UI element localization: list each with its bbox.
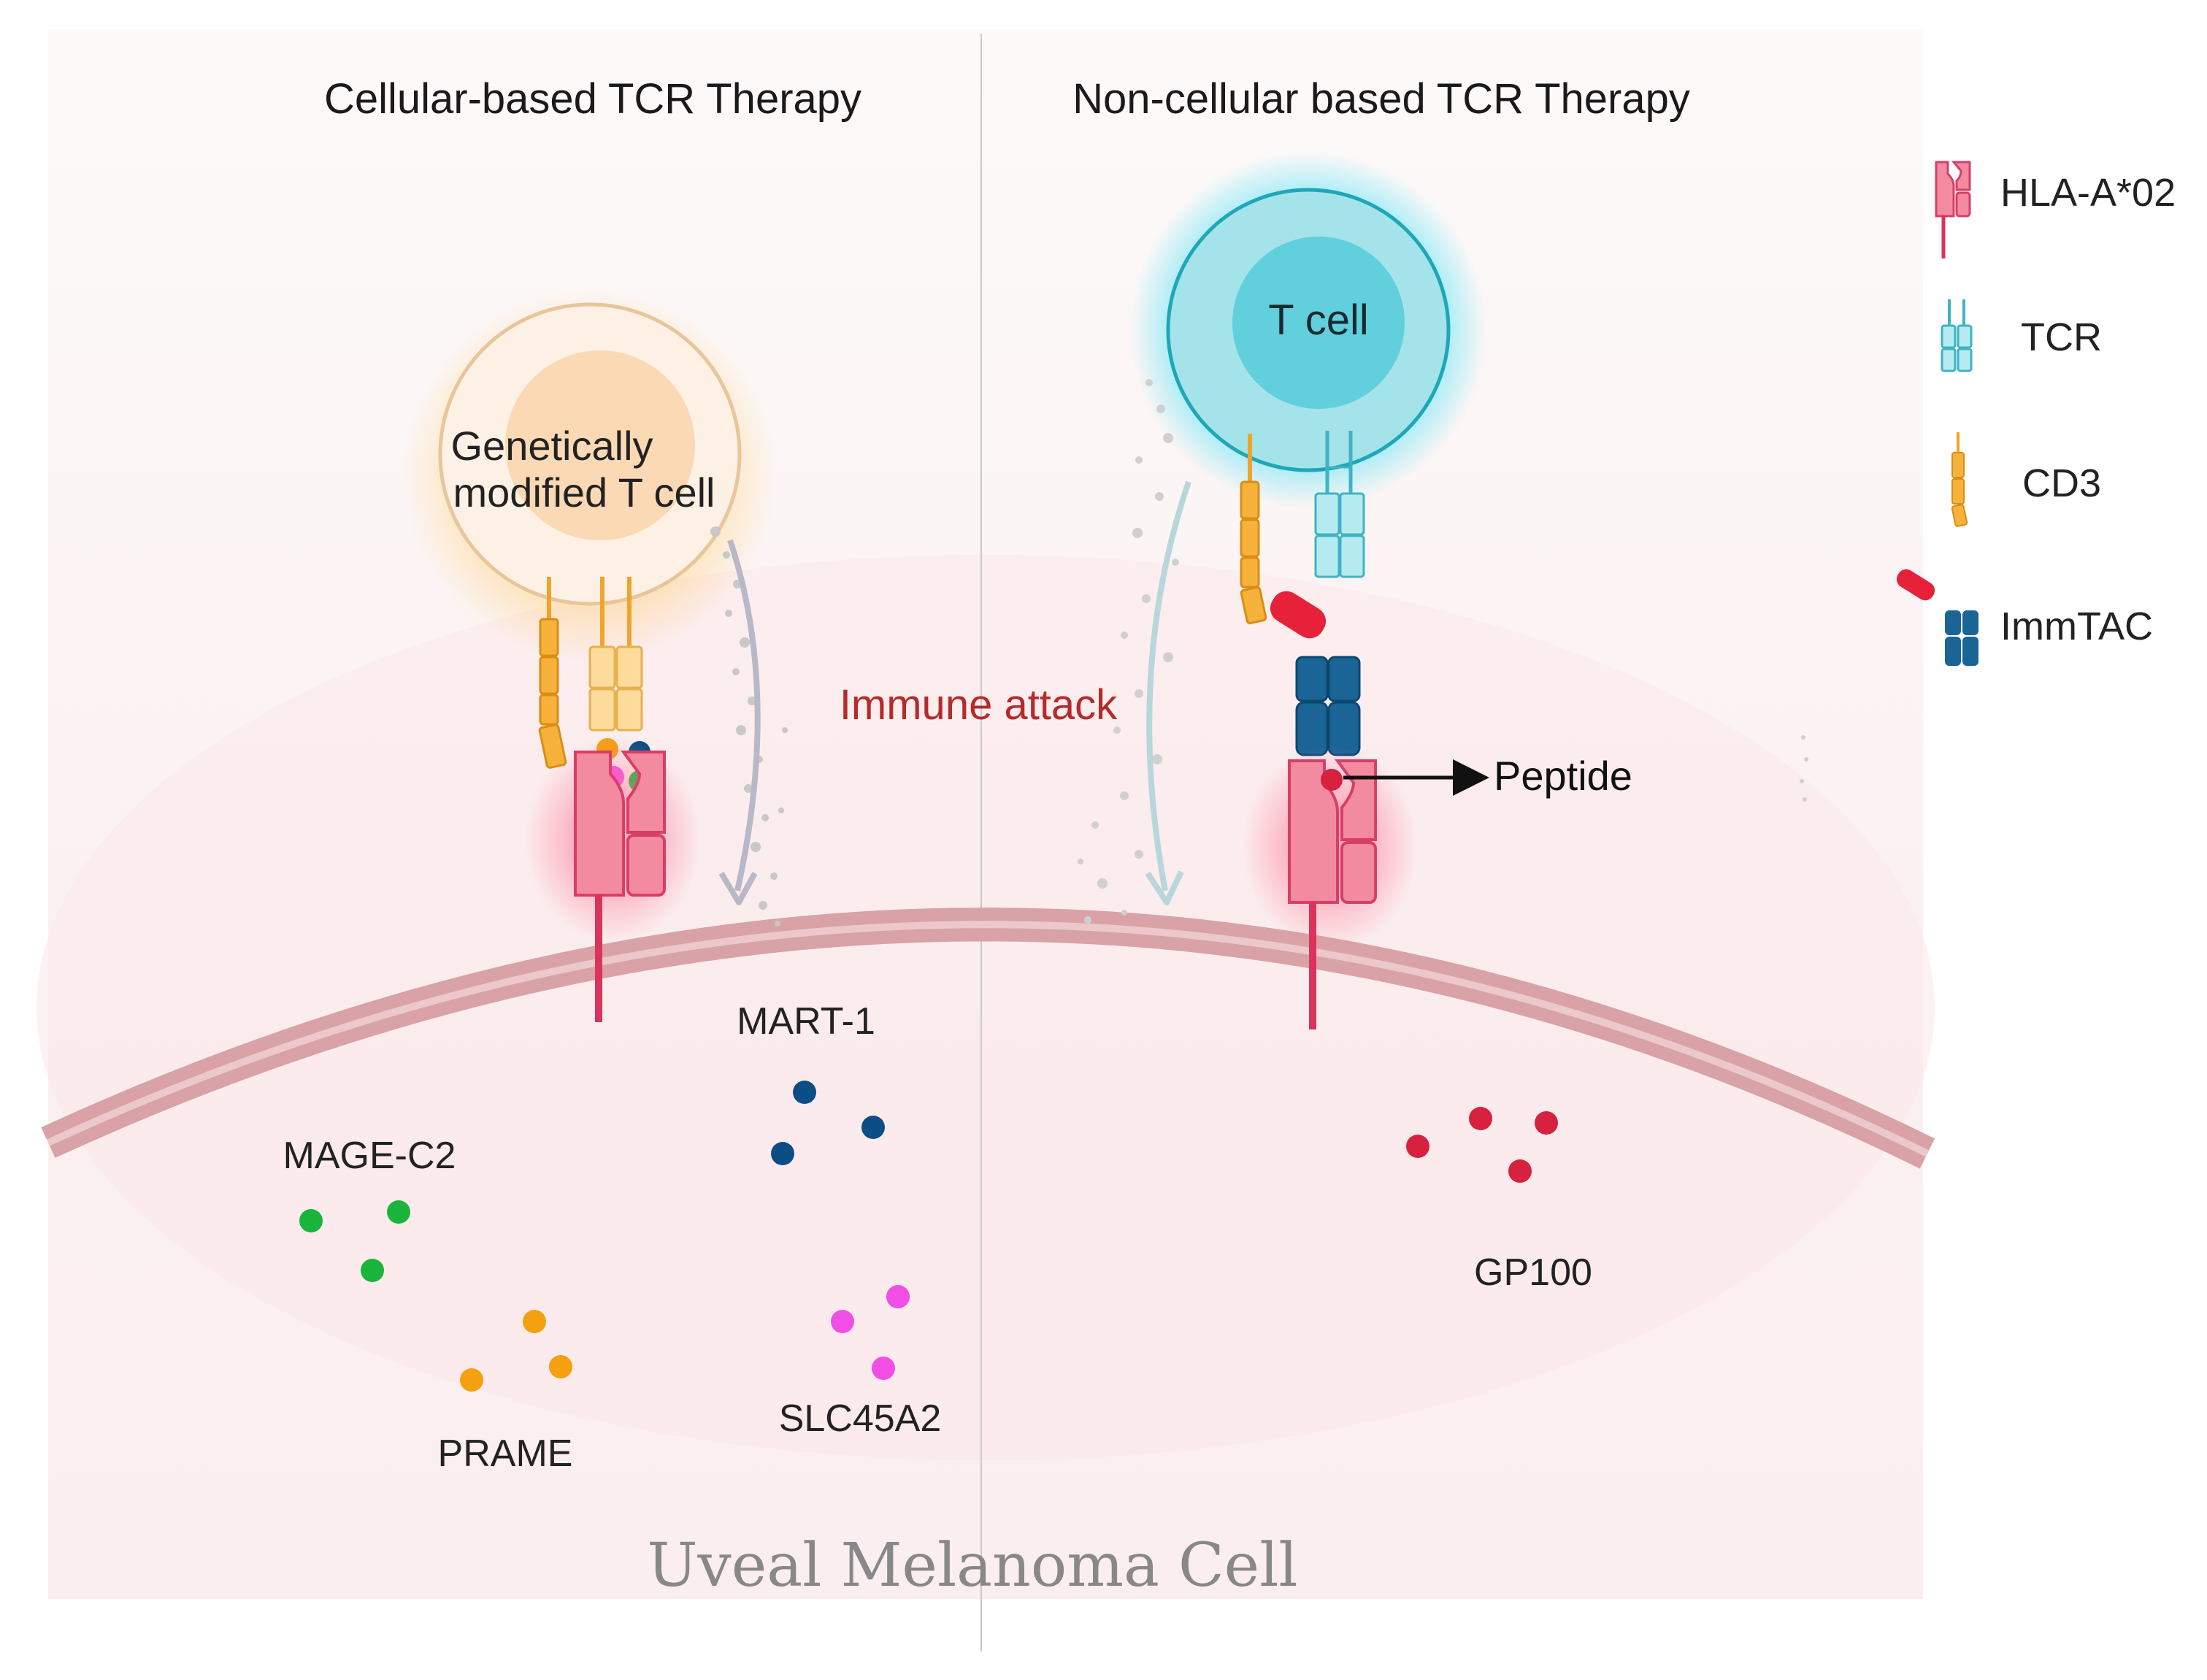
modified-tcell-label-line2: modified T cell <box>453 469 715 515</box>
peptide-label: Peptide <box>1494 753 1632 799</box>
mage-c2-dot <box>387 1200 410 1224</box>
antigen-label-mart-1: MART-1 <box>737 1000 875 1043</box>
modified-tcell-label-line1: Genetically <box>450 423 653 469</box>
prame-dot <box>460 1368 483 1392</box>
gp100-dot <box>1469 1107 1492 1130</box>
mage-c2-dot <box>299 1209 323 1232</box>
heading-cellular: Cellular-based TCR Therapy <box>324 75 861 123</box>
antigen-label-slc45a2: SLC45A2 <box>779 1397 942 1440</box>
legend: HLA-A*02 TCR CD3 ImmTAC <box>1896 161 2176 666</box>
legend-label-tcr: TCR <box>2021 315 2102 359</box>
legend-cd3-icon <box>1951 432 1968 527</box>
antigen-label-mage-c2: MAGE-C2 <box>283 1135 456 1177</box>
gp100-dot <box>1406 1135 1429 1158</box>
antigen-label-gp100: GP100 <box>1474 1251 1592 1294</box>
right-particles <box>1078 379 1179 924</box>
legend-label-hla: HLA-A*02 <box>2000 171 2176 215</box>
legend-hla-icon <box>1935 161 1971 258</box>
heading-noncellular: Non-cellular based TCR Therapy <box>1072 75 1690 123</box>
immtac-right <box>1270 591 1361 756</box>
gp100-dot <box>1535 1111 1558 1135</box>
gp100-dot <box>1508 1159 1532 1183</box>
slc45a2-dot <box>872 1357 895 1380</box>
peptide-dot <box>1321 769 1343 791</box>
legend-label-cd3: CD3 <box>2022 461 2101 505</box>
antigen-label-prame: PRAME <box>438 1432 573 1475</box>
immune-attack-label: Immune attack <box>840 681 1118 729</box>
slc45a2-dot <box>886 1285 910 1308</box>
cd3-left <box>538 577 567 769</box>
modified-tcell-nucleus <box>505 350 695 540</box>
prame-dot <box>549 1355 572 1378</box>
legend-label-immtac: ImmTAC <box>2000 605 2153 648</box>
tcell-label: T cell <box>1268 296 1369 344</box>
tcell-nucleus <box>1232 237 1405 409</box>
tcr-left <box>588 577 643 732</box>
prame-dot <box>523 1310 546 1333</box>
mart-1-dot <box>771 1142 794 1165</box>
mage-c2-dot <box>361 1259 384 1282</box>
uveal-melanoma-label: Uveal Melanoma Cell <box>647 1531 1297 1600</box>
slc45a2-dot <box>831 1310 854 1333</box>
membrane-highlight <box>46 921 1930 1157</box>
legend-immtac-icon <box>1896 569 1978 666</box>
hla-receptor-right <box>1288 759 1377 1029</box>
mart-1-dot <box>793 1081 816 1104</box>
edge-specks <box>1800 735 1808 802</box>
mart-1-dot <box>861 1116 885 1139</box>
right-attack-arrow-shaft <box>1146 480 1191 891</box>
left-particles <box>710 526 788 927</box>
hla-receptor-left <box>574 751 666 1022</box>
legend-tcr-icon <box>1941 299 1973 372</box>
left-attack-arrow-shaft <box>727 539 761 891</box>
left-attack-arrowhead <box>718 871 758 905</box>
right-attack-arrowhead <box>1145 870 1184 905</box>
tcr-right <box>1314 431 1365 578</box>
cd3-right <box>1240 434 1267 624</box>
